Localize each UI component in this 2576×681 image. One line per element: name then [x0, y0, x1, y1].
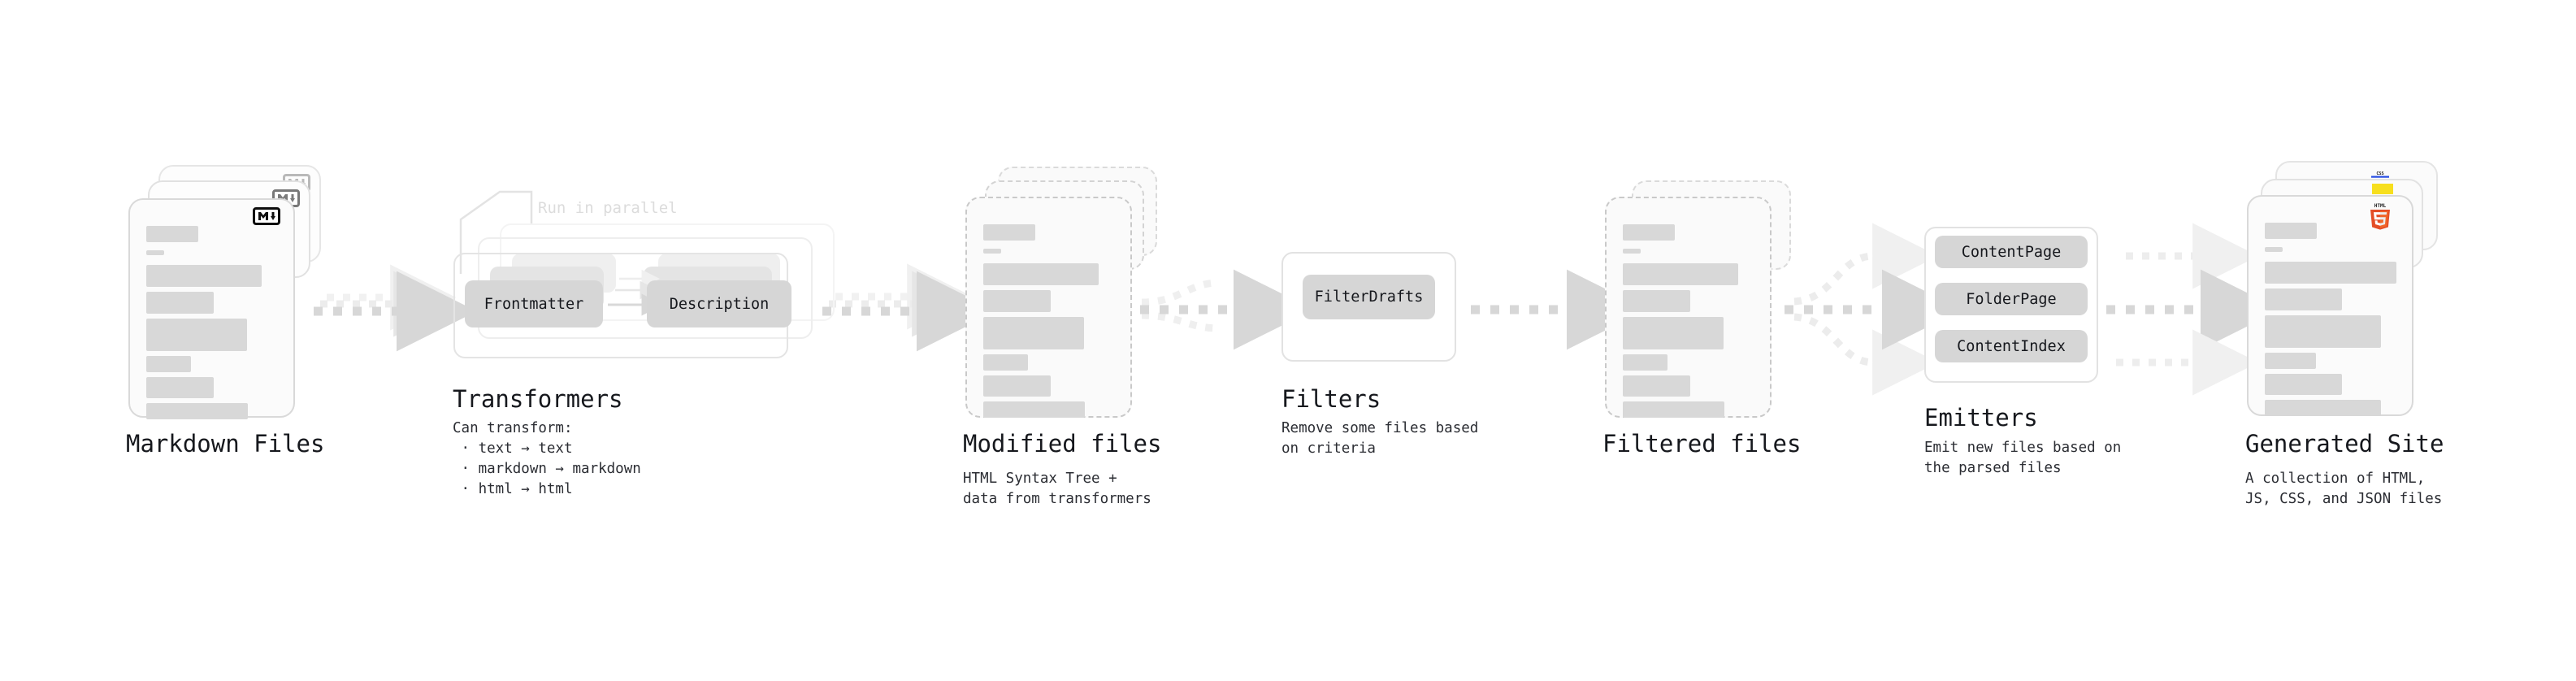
markdown-card-front	[128, 198, 295, 419]
skeleton-bar	[2265, 400, 2381, 416]
skeleton-bar	[983, 290, 1051, 312]
skeleton-bar	[1623, 290, 1690, 312]
stage-title-filters: Filters	[1281, 385, 1381, 413]
svg-text:CSS: CSS	[2376, 171, 2383, 176]
transformer-inner-arrows	[608, 269, 664, 316]
skeleton-bar	[983, 401, 1085, 418]
skeleton-bar	[2265, 315, 2381, 348]
stage-subtitle-modified-files: HTML Syntax Tree + data from transformer…	[963, 471, 1151, 507]
stage-title-transformers: Transformers	[453, 385, 623, 413]
emitter-pill-contentindex[interactable]: ContentIndex	[1935, 330, 2088, 362]
skeleton-bar	[983, 249, 1001, 254]
markdown-icon	[253, 207, 280, 225]
skeleton-bar	[146, 403, 248, 419]
skeleton-bar	[1623, 224, 1675, 241]
skeleton-bar	[1623, 263, 1738, 285]
skeleton-bar	[983, 375, 1051, 397]
skeleton-bar	[2265, 262, 2396, 284]
skeleton-bar	[146, 265, 262, 287]
skeleton-bar	[146, 356, 191, 372]
run-in-parallel-note: Run in parallel	[538, 199, 678, 217]
skeleton-bar	[1623, 375, 1690, 397]
transformer-pill-frontmatter[interactable]: Frontmatter	[465, 280, 603, 327]
modified-card-front	[965, 197, 1132, 418]
stage-subtitle-filters: Remove some files based on criteria	[1281, 420, 1479, 457]
arrow-markdown-to-transformers	[314, 264, 477, 352]
skeleton-bar	[1623, 317, 1724, 349]
filtered-card-front	[1605, 197, 1772, 418]
stage-subtitle-emitters: Emit new files based on the parsed files	[1924, 440, 2122, 476]
stage-title-modified-files: Modified files	[963, 430, 1162, 458]
arrow-modified-to-filters	[1140, 269, 1314, 350]
svg-text:HTML: HTML	[2374, 203, 2387, 209]
skeleton-bar	[2265, 374, 2342, 395]
stage-markdown-files: Markdown Files	[0, 0, 325, 681]
skeleton-bar	[983, 224, 1035, 241]
skeleton-bar	[2265, 353, 2316, 369]
skeleton-bar	[983, 354, 1028, 371]
skeleton-bar	[1623, 249, 1641, 254]
transformer-pill-description[interactable]: Description	[647, 280, 791, 327]
emitter-pill-contentpage[interactable]: ContentPage	[1935, 236, 2088, 268]
skeleton-bar	[146, 226, 198, 242]
arrow-filtered-to-emitters	[1785, 223, 1962, 396]
stage-filters: FilterDrafts Filters Remove some files b…	[1281, 252, 1479, 457]
stage-title-filtered-files: Filtered files	[1602, 430, 1802, 458]
skeleton-bar	[146, 250, 164, 255]
emitter-pill-folderpage[interactable]: FolderPage	[1935, 283, 2088, 315]
stage-transformers: Run in parallel Frontmatter Description …	[0, 0, 837, 681]
stage-modified-files: Modified files HTML Syntax Tree + data f…	[0, 0, 1170, 681]
skeleton-bar	[2265, 223, 2317, 239]
stage-subtitle-transformers: Can transform: · text → text · markdown …	[453, 420, 641, 497]
skeleton-bar	[2265, 288, 2342, 310]
skeleton-bar	[146, 377, 214, 398]
javascript-icon	[2372, 184, 2393, 194]
skeleton-bar	[2265, 247, 2283, 252]
stage-title-markdown-files: Markdown Files	[126, 430, 325, 458]
stage-emitters: ContentPage FolderPage ContentIndex Emit…	[1924, 227, 2122, 476]
skeleton-bar	[146, 292, 214, 314]
run-in-parallel-bracket	[459, 190, 533, 274]
arrow-transformers-to-modified	[822, 263, 997, 352]
stage-filtered-files: Filtered files	[1602, 180, 1802, 458]
site-card-front	[2247, 195, 2413, 416]
arrow-emitters-to-site	[2106, 223, 2281, 396]
html5-icon: HTML	[2367, 202, 2393, 231]
filter-pill-filterdrafts[interactable]: FilterDrafts	[1303, 275, 1435, 319]
skeleton-bar	[146, 319, 247, 351]
skeleton-bar	[1623, 401, 1724, 418]
stage-subtitle-generated-site: A collection of HTML, JS, CSS, and JSON …	[2245, 471, 2443, 507]
stage-title-emitters: Emitters	[1924, 404, 2038, 432]
skeleton-bar	[1623, 354, 1667, 371]
skeleton-bar	[983, 317, 1084, 349]
stage-title-generated-site: Generated Site	[2245, 430, 2444, 458]
skeleton-bar	[983, 263, 1099, 285]
css3-icon: CSS	[2370, 167, 2390, 178]
